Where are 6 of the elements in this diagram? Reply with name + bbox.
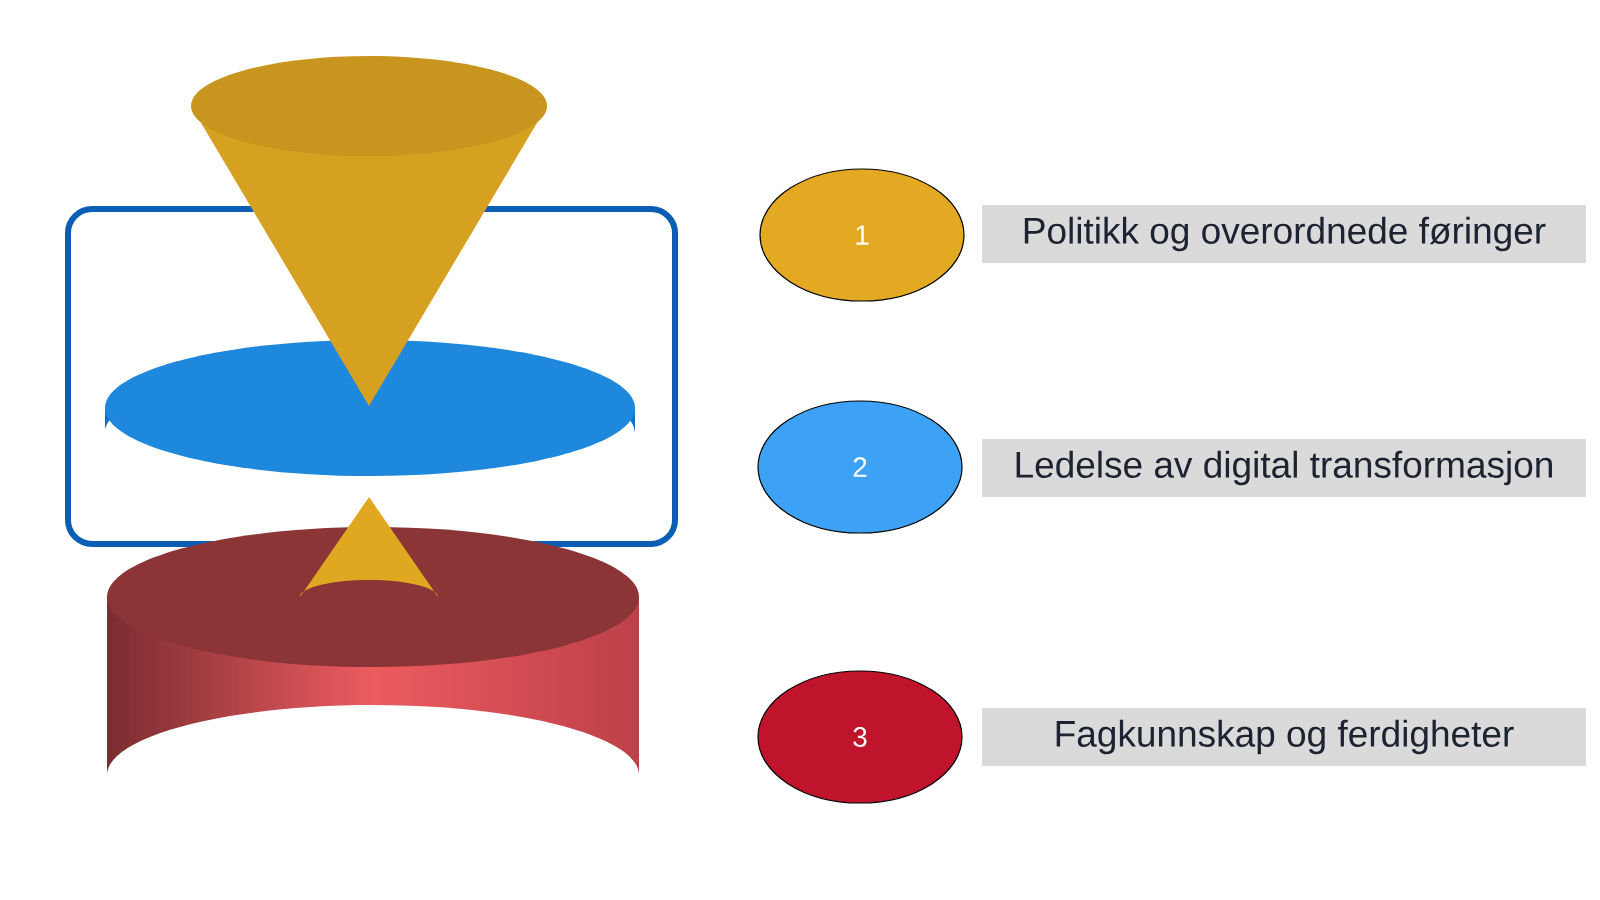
label-bar: Ledelse av digital transformasjon — [982, 439, 1586, 497]
label-bar: Fagkunnskap og ferdigheter — [982, 708, 1586, 766]
label-bar: Politikk og overordnede føringer — [982, 205, 1586, 263]
number-badge: 2 — [757, 400, 963, 534]
number-badge: 1 — [759, 168, 965, 302]
number-badge: 3 — [757, 670, 963, 804]
